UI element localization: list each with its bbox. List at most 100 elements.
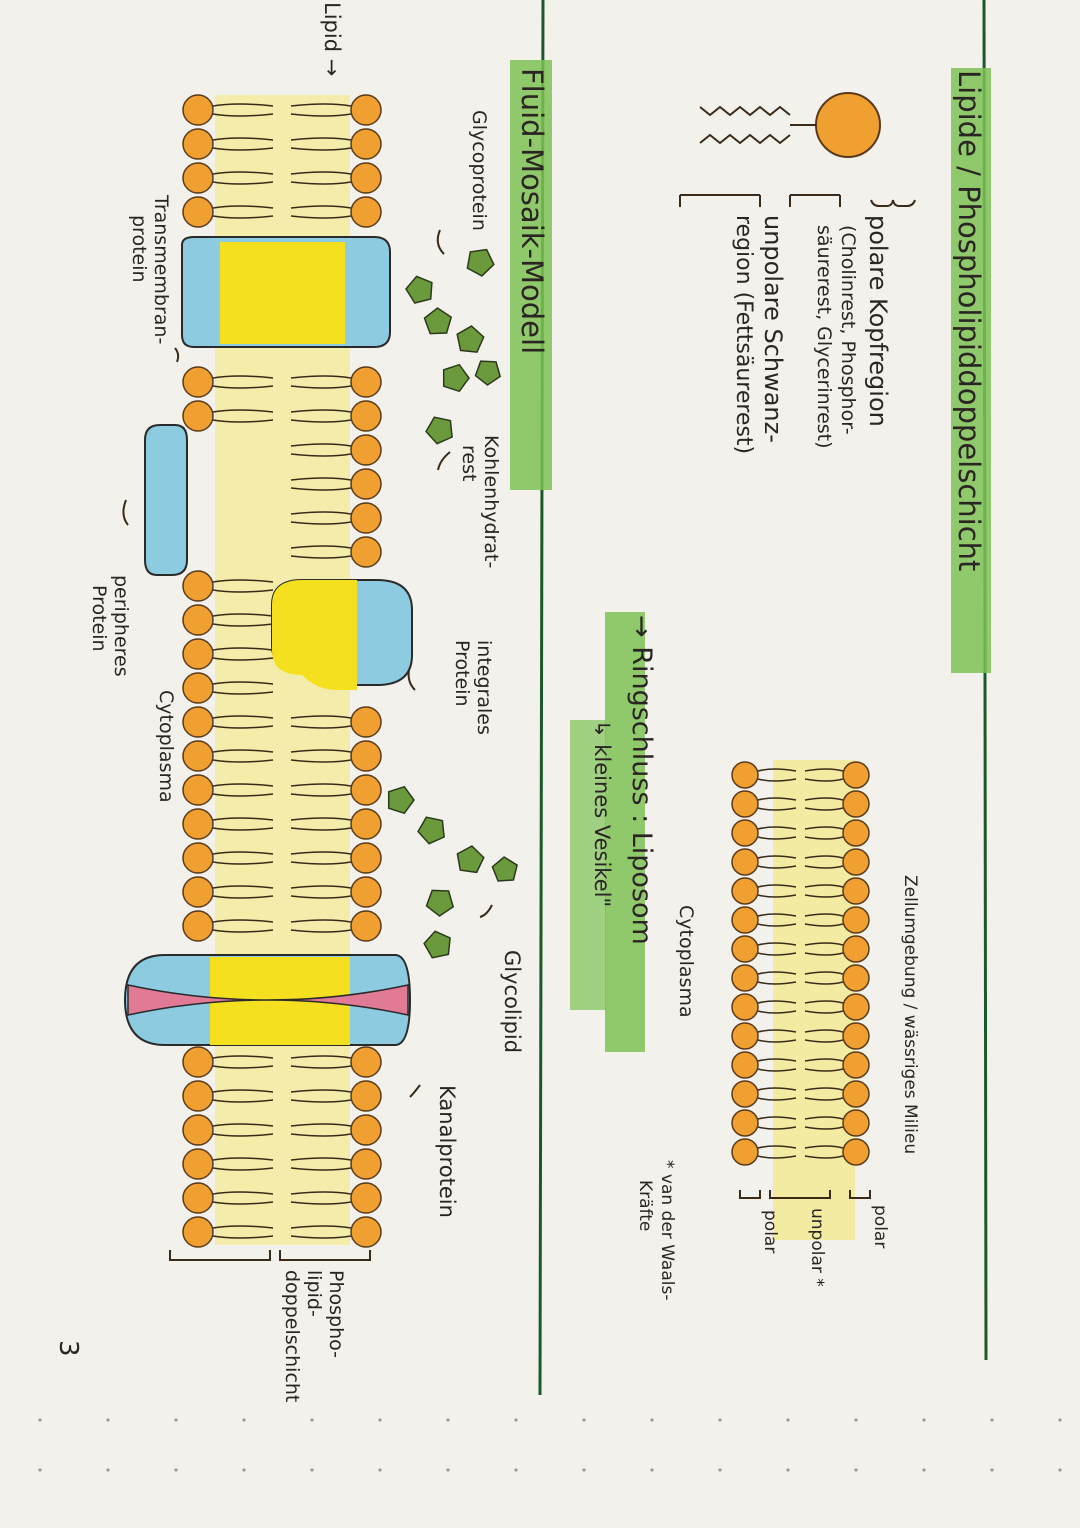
peripheral-arrow	[122, 499, 129, 526]
phospholipid	[182, 1148, 274, 1180]
environment-label: Zellumgebung / wässriges Milieu	[900, 875, 920, 1154]
phospholipid	[182, 910, 274, 942]
channel-protein	[123, 954, 412, 1046]
phospholipid	[731, 761, 797, 789]
phospholipid	[182, 570, 274, 602]
lipid-head	[350, 1148, 382, 1180]
lipid-head	[731, 1138, 759, 1166]
lipid-head	[731, 790, 759, 818]
lipid-head	[350, 434, 382, 466]
integral-protein	[271, 579, 413, 690]
integral-label-2: Protein	[451, 640, 473, 707]
phospholipid	[182, 1046, 274, 1078]
phospholipid	[182, 638, 274, 670]
phospholipid	[290, 876, 382, 908]
phospholipid	[182, 774, 274, 806]
lipid-head	[842, 1138, 870, 1166]
lipid-head	[350, 366, 382, 398]
lipid-head	[842, 1051, 870, 1079]
lipid-head	[182, 400, 214, 432]
lipid-head	[182, 570, 214, 602]
lipid-head	[350, 196, 382, 228]
transmembrane-arrow	[174, 347, 180, 363]
nonpolar-tail-label: unpolare Schwanz-	[759, 215, 787, 443]
lipid-head	[182, 1216, 214, 1248]
phospholipid	[731, 964, 797, 992]
lipid-head	[350, 706, 382, 738]
annotation-arrows	[122, 229, 493, 1098]
lipid-head	[350, 536, 382, 568]
lipid-head	[350, 876, 382, 908]
channel-arrow	[409, 1084, 421, 1098]
lipid-head	[350, 808, 382, 840]
lipid-head	[842, 819, 870, 847]
dot-grid	[38, 1418, 1062, 1472]
polar-head-detail-2: säurerest, Glycerinrest)	[813, 225, 835, 449]
lipid-head	[350, 128, 382, 160]
lipid-head	[731, 964, 759, 992]
footnote-line-1: * van der Waals-	[657, 1160, 677, 1300]
phospholipid	[731, 848, 797, 876]
phospholipid-label-1: Phospho-	[325, 1270, 347, 1358]
phospholipid	[290, 808, 382, 840]
lipid-head	[182, 604, 214, 636]
phospholipid	[182, 1182, 274, 1214]
phospholipid	[804, 1022, 870, 1050]
phospholipid	[182, 740, 274, 772]
phospholipid	[290, 400, 382, 432]
cytoplasm-label-large: Cytoplasma	[155, 690, 177, 803]
glycolipid-label: Glycolipid	[500, 950, 524, 1053]
lipid-head	[350, 94, 382, 126]
peripheral-protein	[144, 424, 188, 576]
phospholipid	[290, 162, 382, 194]
peripheral-label-1: peripheres	[110, 575, 132, 677]
lipid-head	[182, 128, 214, 160]
phospholipid	[290, 910, 382, 942]
lipid-head	[731, 1109, 759, 1137]
lipid-head	[842, 1080, 870, 1108]
lipid-head	[350, 1114, 382, 1146]
phospholipid	[290, 842, 382, 874]
phospholipid	[182, 808, 274, 840]
phospholipid	[182, 842, 274, 874]
lipid-head	[731, 1051, 759, 1079]
sugar-unit	[491, 856, 518, 882]
lipid-head	[350, 502, 382, 534]
phospholipid	[804, 761, 870, 789]
phospholipid-icon	[699, 92, 881, 158]
lipid-head	[182, 1148, 214, 1180]
glycoprotein-arrow	[436, 229, 445, 255]
lipid-head	[182, 808, 214, 840]
sugar-unit	[456, 325, 485, 353]
vesikel-highlight	[570, 720, 606, 1010]
phospholipid	[804, 819, 870, 847]
lipid-head	[842, 1022, 870, 1050]
phospholipid	[804, 906, 870, 934]
phospholipid	[731, 1138, 797, 1166]
sugar-unit	[425, 889, 455, 917]
carbohydrate-label-2: rest	[458, 445, 480, 481]
lipid-head	[182, 196, 214, 228]
phospholipid	[182, 196, 274, 228]
lipid-head	[842, 848, 870, 876]
phospholipid	[182, 366, 274, 398]
lipid-head	[350, 1182, 382, 1214]
lipid-head	[182, 876, 214, 908]
lipid-head	[350, 162, 382, 194]
transmembrane-label-2: protein	[128, 215, 150, 283]
phospholipid	[290, 1080, 382, 1112]
lipid-head	[350, 910, 382, 942]
integral-label-1: integrales	[473, 640, 495, 735]
phospholipid	[290, 366, 382, 398]
sugar-unit	[405, 275, 433, 304]
phospholipid-label-3: doppelschicht	[281, 1270, 303, 1402]
phospholipid	[182, 162, 274, 194]
phospholipid	[731, 935, 797, 963]
sugar-unit	[423, 307, 453, 335]
phospholipid	[804, 1080, 870, 1108]
phospholipid	[804, 935, 870, 963]
phospholipid	[804, 877, 870, 905]
lipid-head	[182, 1046, 214, 1078]
lipid-head	[182, 162, 214, 194]
lipid-head	[182, 842, 214, 874]
